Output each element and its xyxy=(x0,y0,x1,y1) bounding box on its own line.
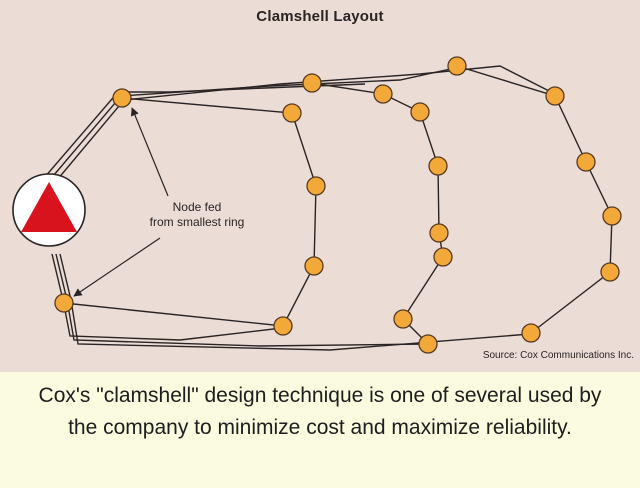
feeder-cable-outer-bottom xyxy=(59,253,531,351)
feeder-cable-inner-bottom xyxy=(51,253,283,341)
ring-node xyxy=(545,86,565,106)
ring-node xyxy=(302,73,322,93)
ring-node xyxy=(373,84,393,104)
ring-3-path xyxy=(456,65,613,334)
ring-2-nodes xyxy=(302,73,453,354)
ring-node xyxy=(393,309,413,329)
ring-node xyxy=(304,256,324,276)
ring-node xyxy=(521,323,541,343)
node-fed-label-line-2: from smallest ring xyxy=(149,215,245,229)
hub-node xyxy=(12,173,86,247)
node-fed-label: Node fed from smallest ring xyxy=(138,200,256,230)
ring-node xyxy=(418,334,438,354)
caption-panel: Cox's "clamshell" design technique is on… xyxy=(0,372,640,488)
ring-node xyxy=(112,88,132,108)
ring-1-nodes xyxy=(54,88,326,336)
arrow-to-bottom-node xyxy=(73,237,161,297)
ring-1-path xyxy=(63,97,317,327)
ring-2-path xyxy=(311,82,444,345)
node-fed-label-line-1: Node fed xyxy=(172,200,222,214)
feeder-cable-outer xyxy=(51,65,556,187)
ring-node xyxy=(429,223,449,243)
feeder-cable-inner xyxy=(43,83,366,179)
clamshell-diagram xyxy=(12,56,622,354)
ring-3-nodes xyxy=(447,56,622,343)
ring-node xyxy=(410,102,430,122)
diagram-panel: Clamshell Layout Node fed from smallest … xyxy=(0,0,640,372)
diagram-title: Clamshell Layout xyxy=(256,8,384,25)
ring-node xyxy=(54,293,74,313)
arrow-to-top-node xyxy=(130,107,169,197)
feeder-cables xyxy=(43,65,556,351)
ring-node xyxy=(447,56,467,76)
feeder-cable-middle-bottom xyxy=(55,253,431,347)
hub-triangle-icon xyxy=(21,182,77,232)
ring-node xyxy=(600,262,620,282)
label-arrows xyxy=(73,107,169,297)
caption: Cox's "clamshell" design technique is on… xyxy=(38,384,602,439)
source-note: Source: Cox Communications Inc. xyxy=(482,350,634,361)
ring-node xyxy=(576,152,596,172)
feeder-cable-middle xyxy=(47,67,456,183)
ring-node xyxy=(602,206,622,226)
ring-node xyxy=(306,176,326,196)
ring-node xyxy=(273,316,293,336)
ring-node xyxy=(433,247,453,267)
ring-node xyxy=(282,103,302,123)
ring-node xyxy=(428,156,448,176)
